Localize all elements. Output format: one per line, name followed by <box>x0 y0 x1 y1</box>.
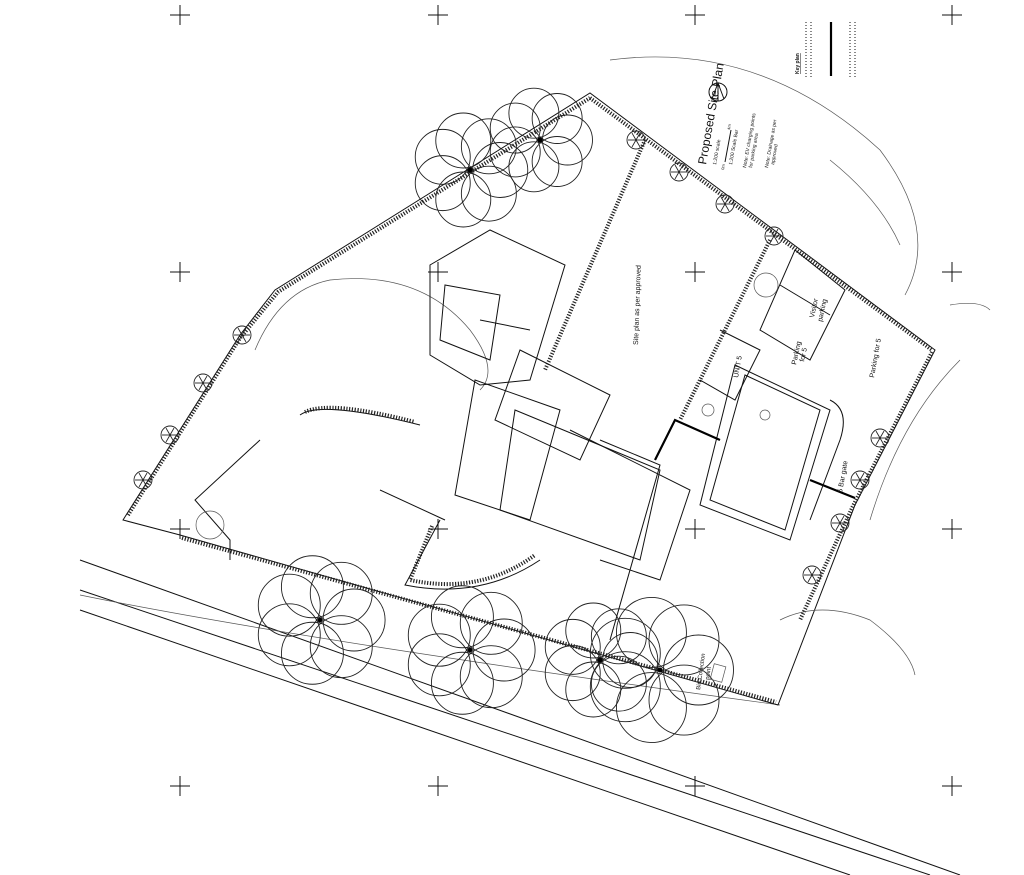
tree-canopy <box>407 585 536 715</box>
shrub <box>133 470 153 490</box>
tree-canopy <box>489 87 593 193</box>
note-drainage-2: approved <box>770 144 780 166</box>
road <box>79 559 961 875</box>
scale-text: 1:200 scale <box>712 139 722 165</box>
tree-canopy <box>257 555 386 685</box>
crosshair-mark <box>170 776 190 796</box>
tree-canopy <box>544 602 659 718</box>
bin-collection-label-2: point <box>705 666 713 680</box>
buildings <box>429 229 856 641</box>
shrub <box>160 425 180 445</box>
visitor-parking-label: Visitor <box>809 297 820 318</box>
crosshair-mark <box>942 519 962 539</box>
shrub <box>870 428 890 448</box>
shrub <box>830 513 850 533</box>
parking-label-b: Parking for 5 <box>869 338 883 378</box>
unit-label: UNIT 5 <box>733 355 744 378</box>
scale-bar-end: 4m <box>726 123 732 130</box>
crosshair-mark <box>428 262 448 282</box>
title-block: Proposed Site Plan 1:200 scale 0m 4m 1:2… <box>695 62 779 170</box>
trees <box>133 87 890 743</box>
shrub <box>669 162 689 182</box>
visitor-parking-label-2: parking <box>817 298 829 322</box>
key-plan: Key plan <box>795 22 856 78</box>
scale-bar-start: 0m <box>720 163 726 170</box>
bin-store <box>709 663 727 683</box>
crosshair-mark <box>942 5 962 25</box>
north-arrow-icon <box>708 81 728 102</box>
shrub <box>764 226 784 246</box>
crosshair-mark <box>170 5 190 25</box>
crosshair-mark <box>685 262 705 282</box>
crosshair-mark <box>685 519 705 539</box>
shrub <box>232 325 252 345</box>
crosshair-mark <box>428 5 448 25</box>
tree-canopy <box>414 112 529 228</box>
crosshair-mark <box>685 776 705 796</box>
crosshair-mark <box>942 262 962 282</box>
key-plan-label: Key plan <box>795 53 801 74</box>
crosshair-mark <box>170 519 190 539</box>
site-plan-approved-label: Site plan as per approved <box>633 265 643 345</box>
parking-label-a: Parking <box>791 341 803 366</box>
crosshair-mark <box>428 776 448 796</box>
bin-collection-label: Bin Collection <box>696 653 707 690</box>
shrub <box>802 565 822 585</box>
shrub <box>626 130 646 150</box>
gate-label: 5 Bar gate <box>837 460 850 493</box>
shrub <box>193 373 213 393</box>
plan-labels: Site plan as per approved UNIT 5 Visitor… <box>633 265 883 690</box>
site-boundary <box>122 92 936 706</box>
parking-label-a-2: for 5 <box>799 347 809 362</box>
drawing-title: Proposed Site Plan <box>695 62 727 166</box>
crosshair-mark <box>942 776 962 796</box>
crosshair-mark <box>170 262 190 282</box>
shrub <box>850 470 870 490</box>
crosshair-mark <box>685 5 705 25</box>
registration-marks <box>170 5 962 796</box>
shrub <box>715 194 735 214</box>
scale-bar <box>724 129 732 163</box>
